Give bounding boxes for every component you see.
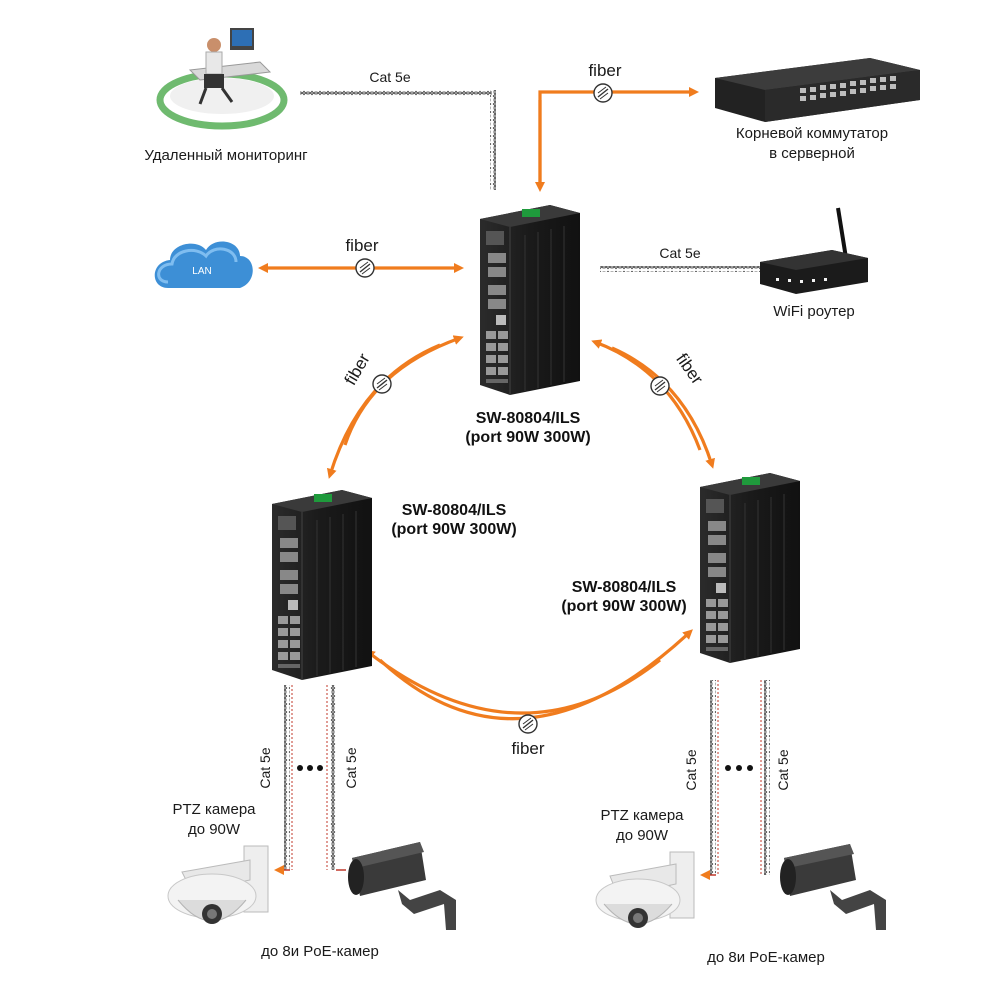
fiber-label-core: fiber xyxy=(588,61,621,80)
cat5e-cable-wifi xyxy=(600,266,760,272)
cat5e-label-monitoring: Cat 5e xyxy=(369,69,410,85)
ptz-label-right-line1: PTZ камера xyxy=(600,807,684,824)
cat5e-label-left-2: Cat 5e xyxy=(343,747,359,788)
remote-monitoring-label: Удаленный мониторинг xyxy=(144,147,308,164)
central-switch-icon xyxy=(479,204,581,396)
cat5e-label-right-2: Cat 5e xyxy=(775,749,791,790)
core-switch-label-line1: Корневой коммутатор xyxy=(736,125,888,142)
ptz-label-left-line2: до 90W xyxy=(188,821,241,838)
cat5e-cable-monitoring xyxy=(300,90,496,190)
cat5e-label-right-1: Cat 5e xyxy=(683,749,699,790)
cat5e-label-left-1: Cat 5e xyxy=(257,747,273,788)
fiber-link-lan xyxy=(258,258,464,278)
central-switch-model: SW-80804/ILS xyxy=(476,410,581,427)
wifi-router-label: WiFi роутер xyxy=(773,303,855,320)
fiber-link-bottom xyxy=(364,629,693,734)
left-switch-model: SW-80804/ILS xyxy=(402,502,507,519)
remote-monitoring-workstation-icon xyxy=(156,28,288,130)
central-switch-ports: (port 90W 300W) xyxy=(465,429,590,446)
lan-cloud-icon xyxy=(154,241,253,288)
ptz-camera-icon-left xyxy=(167,845,269,924)
fiber-link-core-switch xyxy=(535,83,699,192)
ptz-label-left-line1: PTZ камера xyxy=(172,801,256,818)
fiber-label-bottom: fiber xyxy=(511,739,544,758)
ptz-label-right-line2: до 90W xyxy=(616,827,669,844)
core-switch-label-line2: в серверной xyxy=(769,145,855,162)
poe-camera-icon-right xyxy=(780,844,886,930)
fiber-link-central-right xyxy=(591,339,715,469)
right-switch-model: SW-80804/ILS xyxy=(572,579,677,596)
cat5e-drops-left xyxy=(274,685,346,875)
fiber-link-central-left xyxy=(326,335,464,479)
fiber-label-lan: fiber xyxy=(345,236,378,255)
left-switch-icon xyxy=(271,489,373,681)
lan-label: LAN xyxy=(192,266,211,277)
poe-cameras-label-right: до 8и PoE-камер xyxy=(707,949,825,966)
poe-cameras-label-left: до 8и PoE-камер xyxy=(261,943,379,960)
cat5e-label-wifi: Cat 5e xyxy=(659,245,700,261)
wifi-router-icon xyxy=(760,207,868,294)
ptz-camera-icon-right xyxy=(595,851,695,928)
poe-camera-icon-left xyxy=(348,842,456,930)
fiber-label-left: fiber xyxy=(341,350,374,388)
fiber-label-right: fiber xyxy=(672,350,707,388)
core-switch-icon xyxy=(715,58,920,122)
left-switch-ports: (port 90W 300W) xyxy=(391,521,516,538)
right-switch-ports: (port 90W 300W) xyxy=(561,598,686,615)
right-switch-icon xyxy=(699,472,801,664)
cat5e-drops-right xyxy=(700,680,770,880)
